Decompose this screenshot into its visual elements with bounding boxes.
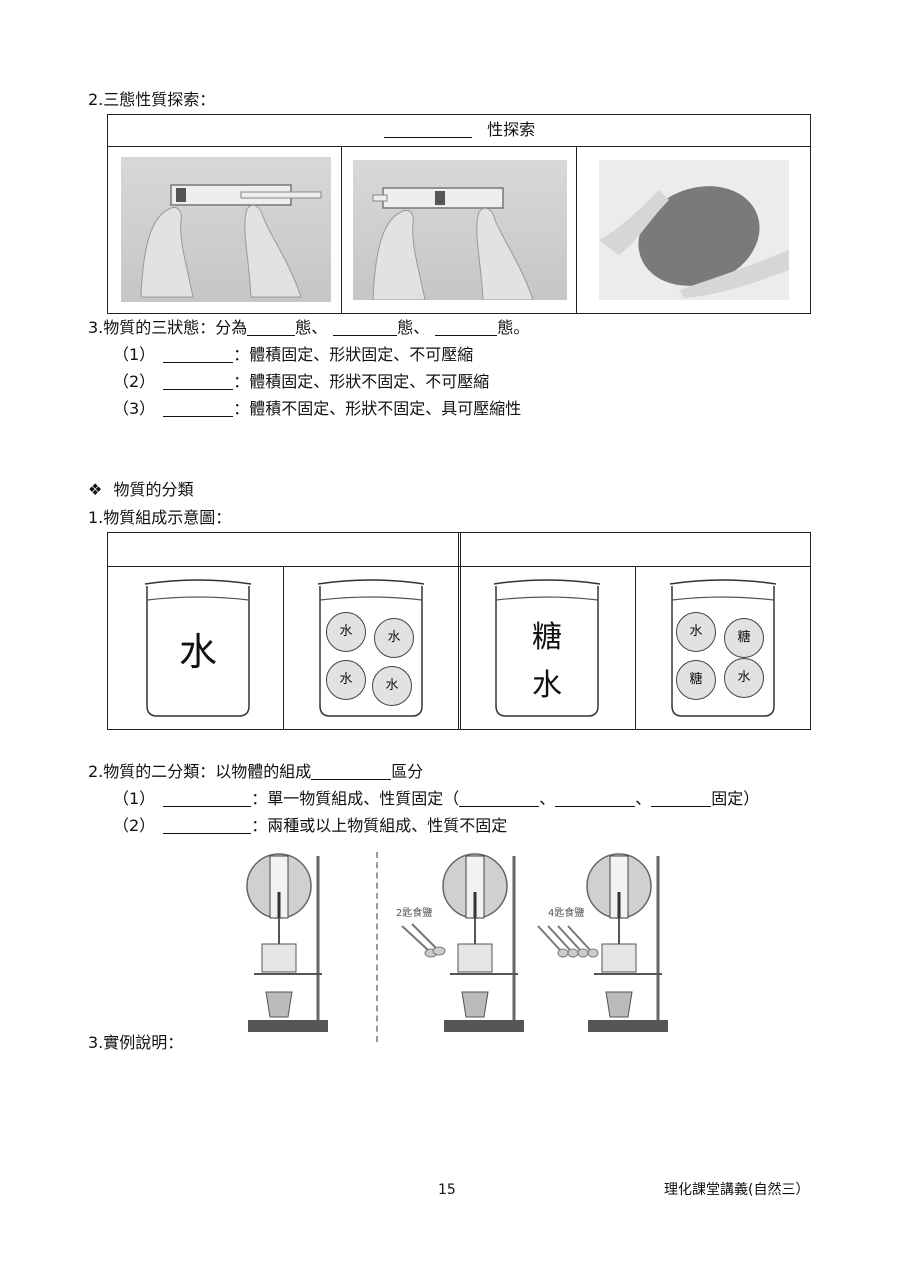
molecule-water: 水 [374,618,414,658]
answer-blank[interactable] [333,319,398,336]
explore-table [107,114,811,314]
molecule-water: 水 [326,612,366,652]
syringe-photo [353,160,567,301]
molecule-sugar: 糖 [676,660,716,700]
beaker: 水 [143,578,253,720]
answer-blank[interactable] [163,790,252,807]
states-line: 3.物質的三狀態：分為態、態、態。 [88,318,530,337]
footer-title: 理化課堂講義(自然三） [664,1182,810,1198]
molecule-water: 水 [724,658,764,698]
water-label: 水 [532,668,562,703]
state-item: （2）：體積固定、形狀不固定、不可壓縮 [113,372,490,391]
salt-label: 2匙食鹽 [396,908,433,919]
page-number: 15 [438,1182,456,1198]
heating-apparatus [584,852,674,1037]
answer-blank[interactable] [163,346,234,363]
spoon-icon [398,920,446,960]
answer-blank[interactable] [163,400,234,417]
two-class-line: 2.物質的二分類：以物體的組成區分 [88,762,424,781]
column-divider [576,146,577,314]
answer-blank[interactable] [384,121,472,138]
heating-apparatus [440,852,530,1037]
answer-blank[interactable] [163,817,252,834]
answer-blank[interactable] [311,763,392,780]
dashed-divider [376,852,378,1042]
molecule-water: 水 [326,660,366,700]
column-divider [283,566,284,730]
diamond-bullet-icon: ❖ [88,480,103,499]
example-label: 3.實例說明： [88,1033,184,1052]
syringe-photo [121,157,331,302]
balloon-photo [599,160,789,300]
beaker: 水 糖 糖 水 [668,578,778,720]
state-item: （1）：體積固定、形狀固定、不可壓縮 [113,345,474,364]
table-header-divider [107,146,811,147]
state-item: （3）：體積不固定、形狀不固定、具可壓縮性 [113,399,522,418]
salt-label: 4匙食鹽 [548,908,585,919]
heating-apparatus [244,852,334,1037]
molecule-sugar: 糖 [724,618,764,658]
diagram-label: 1.物質組成示意圖： [88,508,232,527]
answer-blank[interactable] [555,790,636,807]
beaker: 水 水 水 水 [316,578,426,720]
answer-blank[interactable] [163,373,234,390]
answer-blank[interactable] [459,790,540,807]
answer-blank[interactable] [435,319,498,336]
answer-blank[interactable] [651,790,712,807]
molecule-water: 水 [372,666,412,706]
column-divider [341,146,342,314]
answer-blank[interactable] [247,319,296,336]
two-class-item: （1）：單一物質組成、性質固定（、、固定） [113,789,760,808]
section-heading: 2.三態性質探索： [88,90,216,109]
table-header: 性探索 [384,120,535,140]
spoon-icon [536,920,602,960]
two-class-item: （2）：兩種或以上物質組成、性質不固定 [113,816,508,835]
column-divider [635,566,636,730]
sugar-label: 糖 [532,620,562,655]
column-divider [458,532,461,730]
water-label: 水 [178,630,217,674]
classification-heading: ❖ 物質的分類 [88,480,194,499]
molecule-water: 水 [676,612,716,652]
beaker: 糖 水 [492,578,602,720]
